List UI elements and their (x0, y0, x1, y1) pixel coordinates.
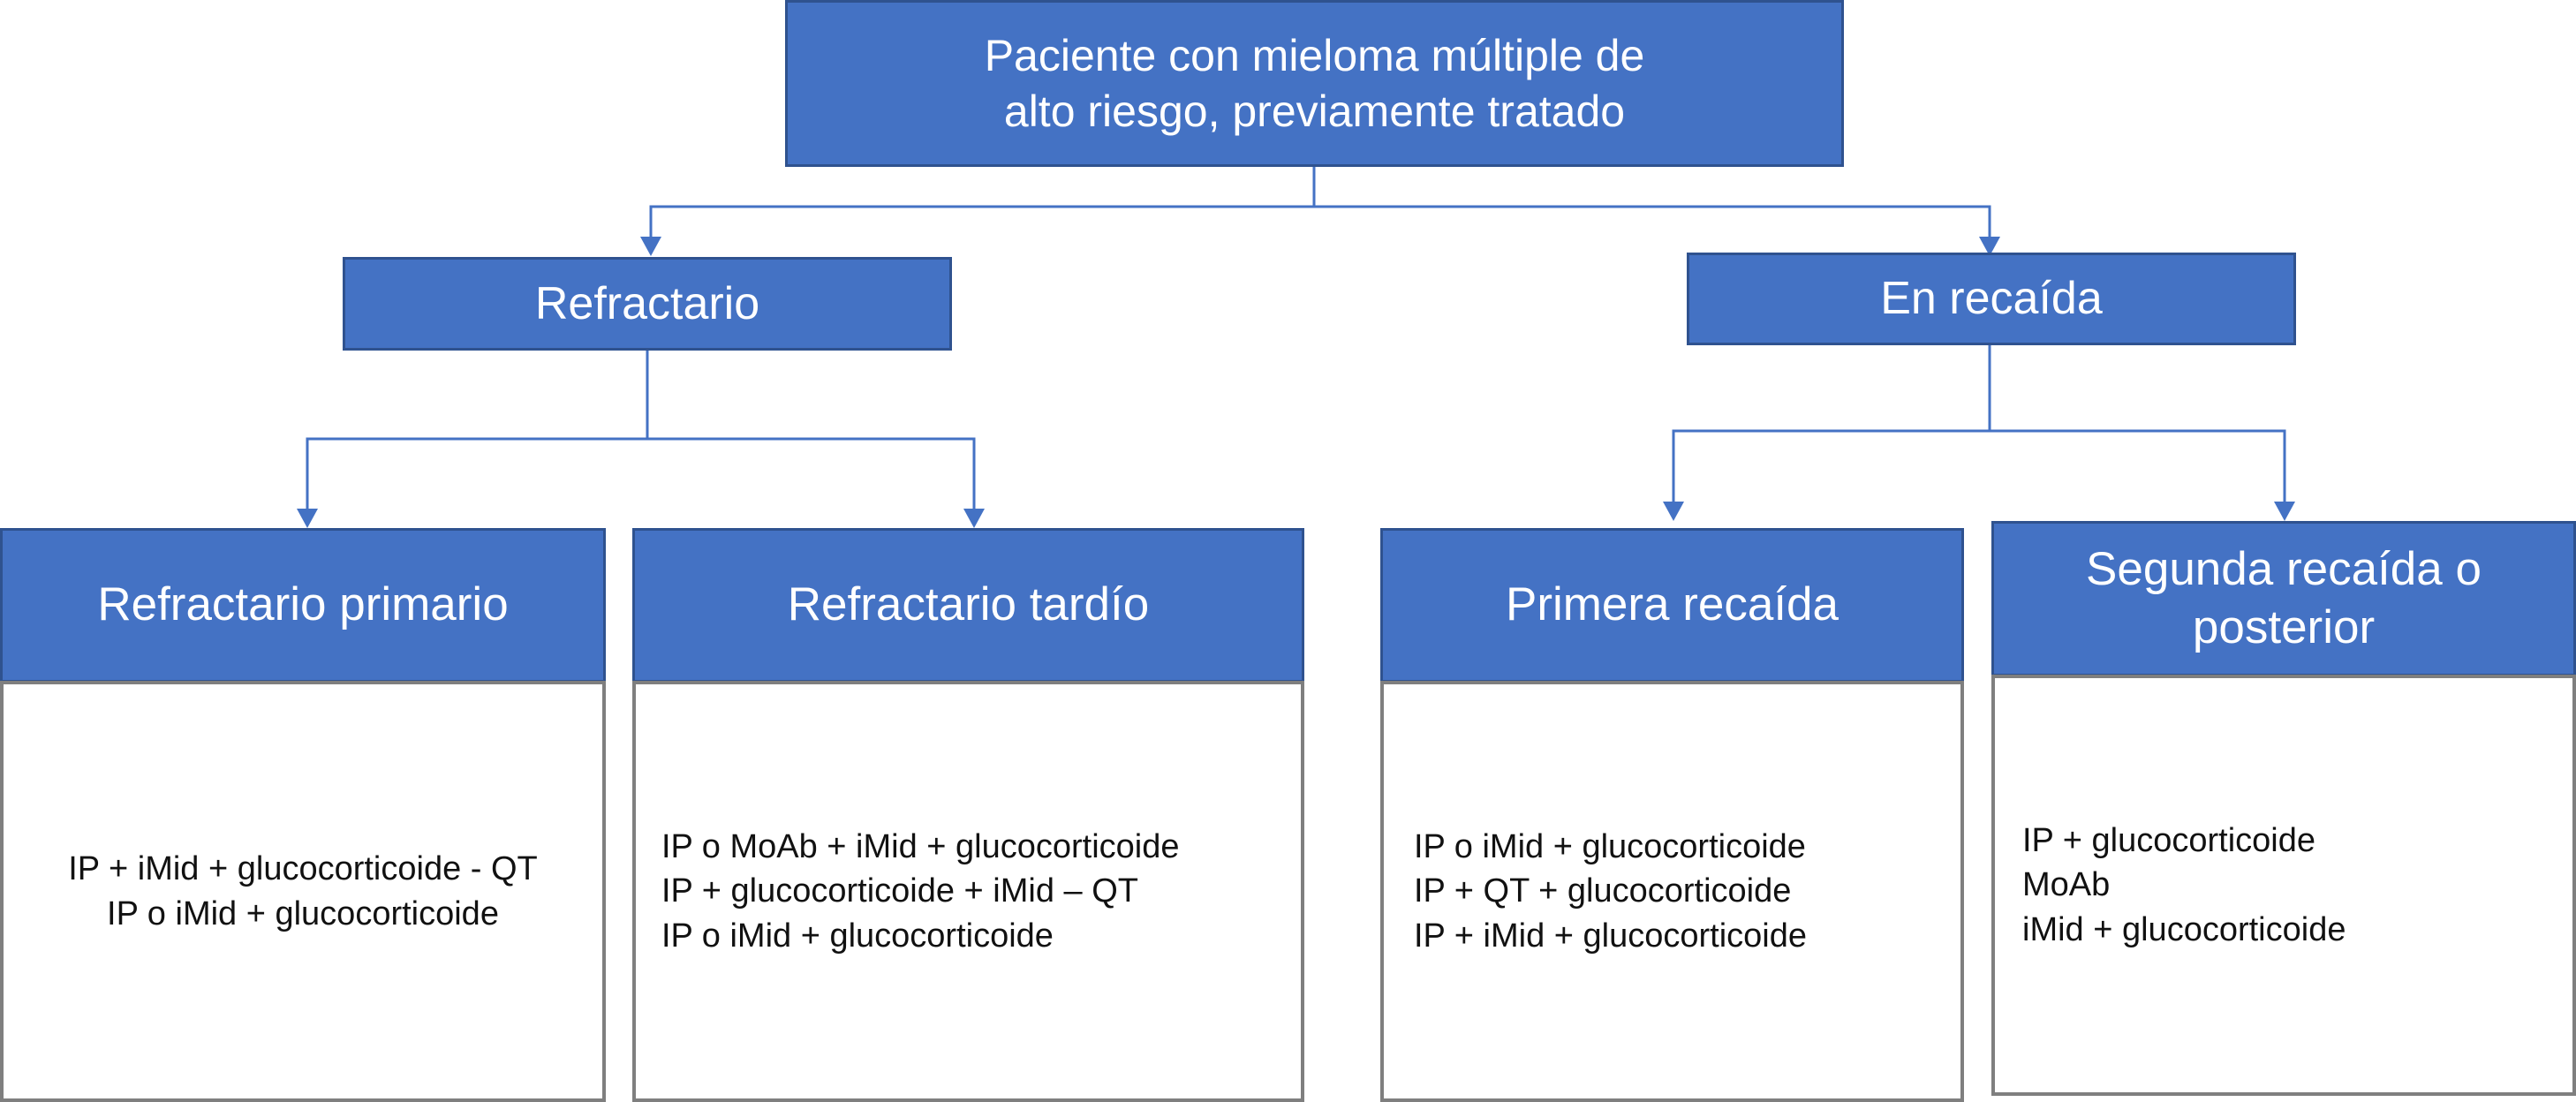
refractario-primario-list: IP + iMid + glucocorticoide - QT IP o iM… (68, 847, 538, 935)
connector-refractario-to-tardio (647, 437, 976, 512)
root-title: Paciente con mieloma múltiple de alto ri… (984, 31, 1645, 136)
refractario-tardio-title: Refractario tardío (787, 578, 1150, 631)
en-recaida-node: En recaída (1687, 253, 2296, 345)
root-node: Paciente con mieloma múltiple de alto ri… (785, 0, 1844, 167)
refractario-primario-title: Refractario primario (97, 578, 509, 631)
primera-recaida-list: IP o iMid + glucocorticoide IP + QT + gl… (1414, 825, 1807, 957)
list-item: IP o MoAb + iMid + glucocorticoide (661, 828, 1180, 866)
list-item: IP o iMid + glucocorticoide (1414, 828, 1806, 866)
refractario-primario-body: IP + iMid + glucocorticoide - QT IP o iM… (0, 681, 606, 1102)
en-recaida-label: En recaída (1880, 273, 2103, 324)
list-item: MoAb (2022, 866, 2111, 904)
primera-recaida-header: Primera recaída (1380, 528, 1964, 683)
list-item: IP o iMid + glucocorticoide (107, 894, 499, 932)
segunda-recaida-title: Segunda recaída o posterior (2086, 542, 2482, 653)
list-item: IP + glucocorticoide (2022, 822, 2315, 860)
refractario-tardio-header: Refractario tardío (632, 528, 1304, 683)
connector-root-to-en-recaida (1314, 205, 1991, 237)
list-item: IP + QT + glucocorticoide (1414, 872, 1792, 910)
segunda-recaida-header: Segunda recaída o posterior (1991, 521, 2576, 676)
connector-root-to-refractario (649, 165, 1316, 237)
arrowhead-primario (297, 509, 318, 528)
refractario-label: Refractario (534, 277, 760, 329)
primera-recaida-body: IP o iMid + glucocorticoide IP + QT + gl… (1380, 681, 1964, 1102)
connector-refractario-to-primario (306, 351, 649, 512)
list-item: IP + iMid + glucocorticoide - QT (68, 850, 538, 888)
connector-recaida-to-primera (1672, 345, 1991, 505)
segunda-recaida-body: IP + glucocorticoide MoAb iMid + glucoco… (1991, 675, 2576, 1096)
list-item: IP o iMid + glucocorticoide (661, 917, 1054, 955)
arrowhead-tardio (963, 509, 985, 528)
refractario-primario-header: Refractario primario (0, 528, 606, 683)
connector-recaida-to-segunda (1990, 429, 2286, 505)
segunda-recaida-list: IP + glucocorticoide MoAb iMid + glucoco… (2022, 819, 2346, 951)
list-item: IP + glucocorticoide + iMid – QT (661, 872, 1138, 910)
list-item: iMid + glucocorticoide (2022, 910, 2346, 948)
primera-recaida-title: Primera recaída (1505, 578, 1839, 631)
arrowhead-segunda (2274, 502, 2295, 521)
refractario-node: Refractario (343, 257, 952, 351)
refractario-tardio-list: IP o MoAb + iMid + glucocorticoide IP + … (661, 825, 1180, 957)
arrowhead-refractario (640, 237, 661, 256)
list-item: IP + iMid + glucocorticoide (1414, 917, 1807, 955)
refractario-tardio-body: IP o MoAb + iMid + glucocorticoide IP + … (632, 681, 1304, 1102)
arrowhead-primera (1663, 502, 1684, 521)
